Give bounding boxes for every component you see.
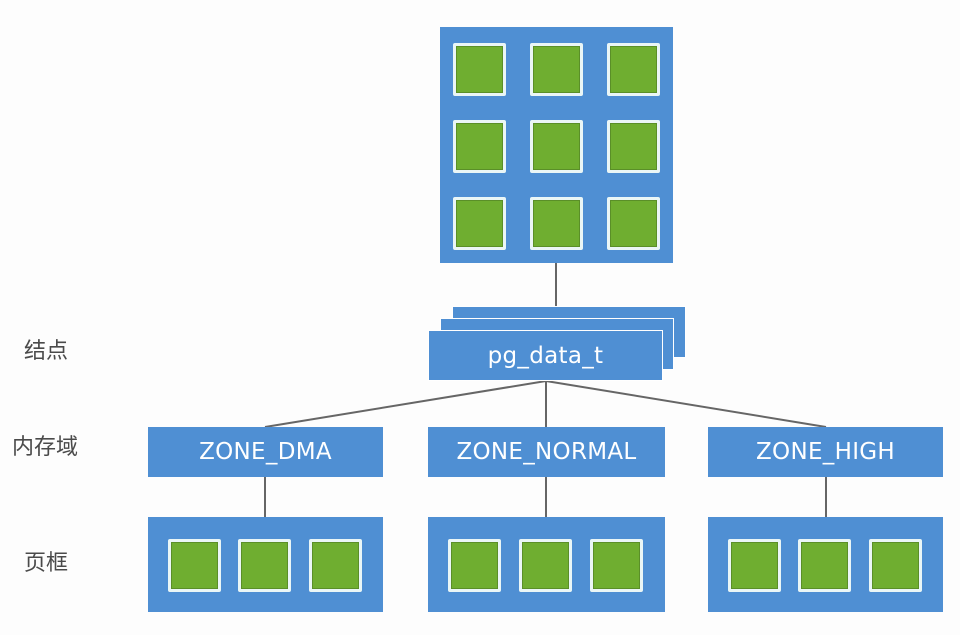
memory-cell [453,43,506,96]
memory-cell [607,197,660,250]
zone-dma-page-frames [148,517,383,612]
physical-memory-block [440,27,673,263]
zone-normal-label: ZONE_NORMAL [456,439,637,465]
zone-normal-page-frames [428,517,665,612]
memory-cell [607,120,660,173]
page-frame-cell [590,539,643,592]
zone-dma-box: ZONE_DMA [148,427,383,477]
zone-high-label: ZONE_HIGH [756,439,895,465]
page-frame-cell [798,539,851,592]
zone-dma-label: ZONE_DMA [199,439,332,465]
page-frame-cell [168,539,221,592]
row-label-zone: 内存域 [12,435,79,460]
zone-high-page-frames [708,517,943,612]
memory-cell [453,120,506,173]
zone-high-box: ZONE_HIGH [708,427,943,477]
memory-cell [530,120,583,173]
connector-node-to-zone-dma [264,380,547,428]
node-pg-data-t: pg_data_t [428,330,663,381]
page-frame-cell [309,539,362,592]
node-label: pg_data_t [487,342,604,369]
row-label-node: 结点 [24,339,69,364]
page-frame-cell [448,539,501,592]
memory-cell [530,197,583,250]
page-frame-cell [869,539,922,592]
connector-node-to-zone-high [545,380,827,428]
memory-cell [530,43,583,96]
memory-cell [453,197,506,250]
page-frame-cell [519,539,572,592]
page-frame-cell [728,539,781,592]
memory-cell [607,43,660,96]
page-frame-cell [238,539,291,592]
row-label-page-frame: 页框 [24,551,69,576]
zone-normal-box: ZONE_NORMAL [428,427,665,477]
